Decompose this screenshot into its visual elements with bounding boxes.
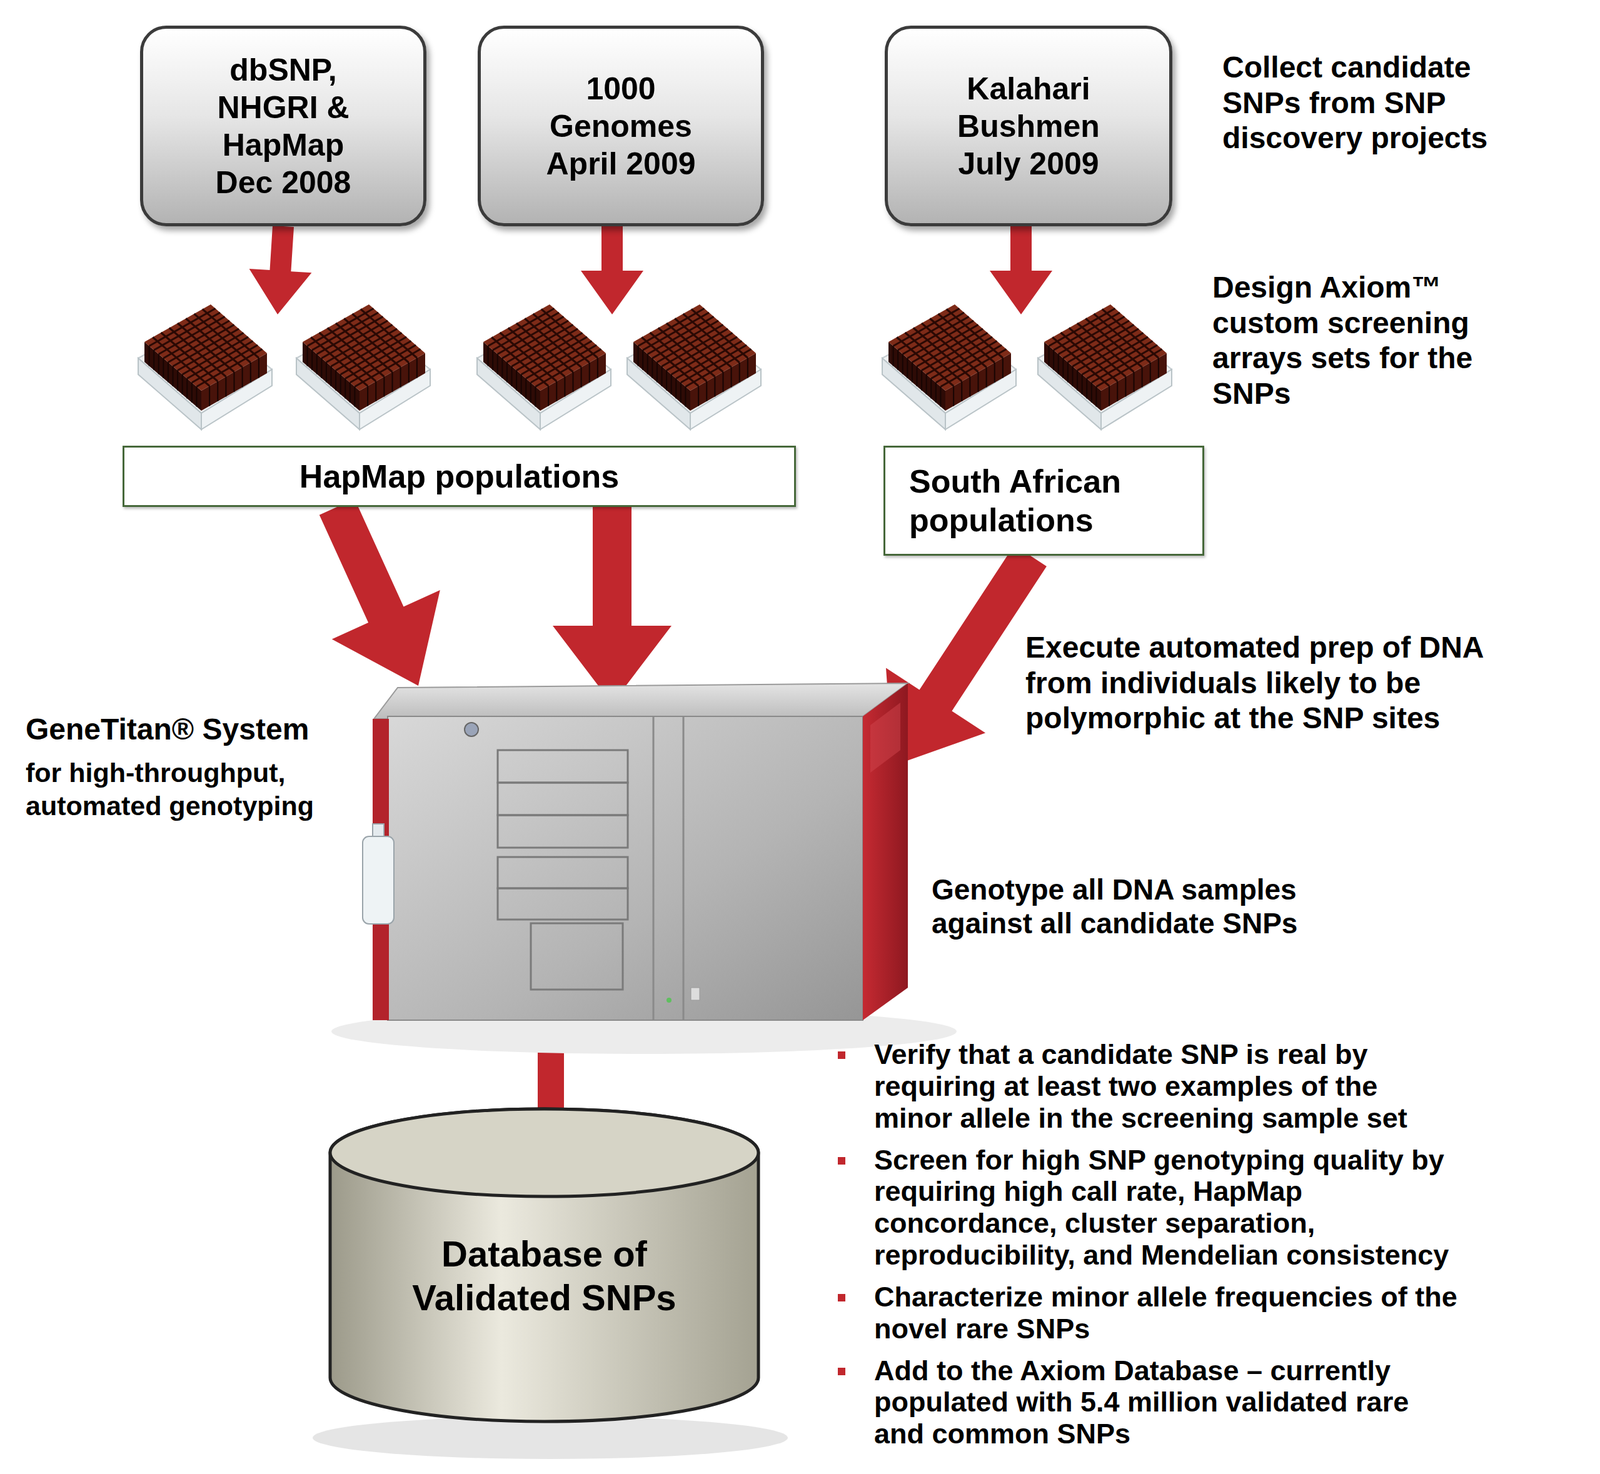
- node-title: GeneTitan® System: [25, 711, 376, 748]
- array-plate: [1037, 304, 1172, 430]
- drawer: [497, 782, 628, 816]
- bullet-list: Verify that a candidate SNP is real by r…: [837, 1039, 1470, 1461]
- machine-badge: [690, 987, 700, 1001]
- arrow-shape: [989, 226, 1053, 315]
- node-subtitle: for high-throughput, automated genotypin…: [25, 756, 376, 825]
- machine-front: [387, 716, 863, 1021]
- machine-lid: [373, 683, 908, 720]
- bullet-row: Screen for high SNP genotyping quality b…: [837, 1144, 1470, 1272]
- bullet-square: [837, 1157, 846, 1165]
- database-cylinder: Database of Validated SNPs: [328, 1107, 761, 1424]
- panel-seam: [682, 716, 685, 1021]
- step-note: Execute automated prep of DNA from indiv…: [1025, 630, 1551, 737]
- source-box: dbSNP, NHGRI & HapMap Dec 2008: [140, 25, 427, 227]
- bullet-row: Verify that a candidate SNP is real by r…: [837, 1039, 1470, 1135]
- array-plate: [296, 304, 431, 430]
- drawer: [497, 857, 628, 889]
- bullet-text: Add to the Axiom Database – currently po…: [874, 1355, 1462, 1452]
- node-title: South African populations: [909, 462, 1185, 541]
- arrow-shape: [249, 225, 312, 315]
- bullet-square: [837, 1294, 846, 1302]
- flow-arrow: [552, 507, 672, 705]
- array-plate: [138, 304, 272, 430]
- node-title: HapMap populations: [299, 457, 619, 496]
- panel-seam: [652, 716, 655, 1021]
- bullet-text: Characterize minor allele frequencies of…: [874, 1281, 1462, 1346]
- drawer: [497, 750, 628, 783]
- array-plate: [477, 304, 611, 430]
- arrow-shape: [319, 498, 441, 686]
- population-box: HapMap populations: [122, 445, 796, 508]
- step-note: Collect candidate SNPs from SNP discover…: [1222, 50, 1535, 157]
- genotyping-system: GeneTitan® System for high-throughput, au…: [22, 683, 908, 1026]
- bullet-text: Screen for high SNP genotyping quality b…: [874, 1144, 1462, 1272]
- array-plate: [627, 304, 761, 430]
- flow-arrow: [989, 226, 1053, 315]
- system-label: GeneTitan® System for high-throughput, au…: [25, 711, 376, 824]
- node-title: Kalahari Bushmen July 2009: [937, 70, 1120, 183]
- bullet-square: [837, 1368, 846, 1376]
- cylinder-body: [330, 1109, 759, 1422]
- power-button: [464, 722, 479, 737]
- bullet-square: [837, 1051, 846, 1060]
- step-note: Genotype all DNA samples against all can…: [931, 872, 1370, 941]
- arrow-shape: [552, 507, 672, 705]
- bullet-row: Characterize minor allele frequencies of…: [837, 1281, 1470, 1346]
- door: [530, 923, 623, 990]
- bottle-neck: [372, 824, 384, 838]
- machine-red-side: [862, 683, 908, 1021]
- population-box: South African populations: [883, 445, 1205, 556]
- machine-highlight: [870, 702, 901, 773]
- status-led: [666, 997, 672, 1003]
- arrow-shape: [580, 226, 644, 315]
- node-title: dbSNP, NHGRI & HapMap Dec 2008: [192, 51, 374, 202]
- bullet-text: Verify that a candidate SNP is real by r…: [874, 1039, 1462, 1135]
- cylinder-lid: [330, 1109, 759, 1197]
- array-plate: [882, 304, 1017, 430]
- drawer: [497, 815, 628, 848]
- flow-arrow: [580, 226, 644, 315]
- drawer: [497, 888, 628, 920]
- node-title: 1000 Genomes April 2009: [530, 70, 712, 183]
- flow-arrow: [885, 545, 1047, 766]
- bullet-row: Add to the Axiom Database – currently po…: [837, 1355, 1470, 1452]
- arrow-shape: [885, 545, 1047, 766]
- reagent-bottle: [362, 836, 394, 925]
- source-box: Kalahari Bushmen July 2009: [884, 25, 1173, 227]
- step-note: Design Axiom™ custom screening arrays se…: [1212, 270, 1525, 413]
- node-title: Database of Validated SNPs: [375, 1232, 714, 1320]
- source-box: 1000 Genomes April 2009: [477, 25, 765, 227]
- flow-arrow: [249, 225, 312, 315]
- flow-arrow: [319, 498, 441, 686]
